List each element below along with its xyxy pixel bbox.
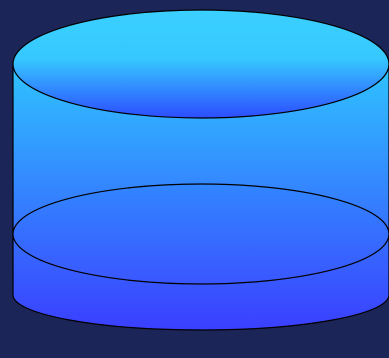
- cylinder-top-cap: [13, 10, 389, 118]
- cylinder-middle-ring: [13, 184, 389, 284]
